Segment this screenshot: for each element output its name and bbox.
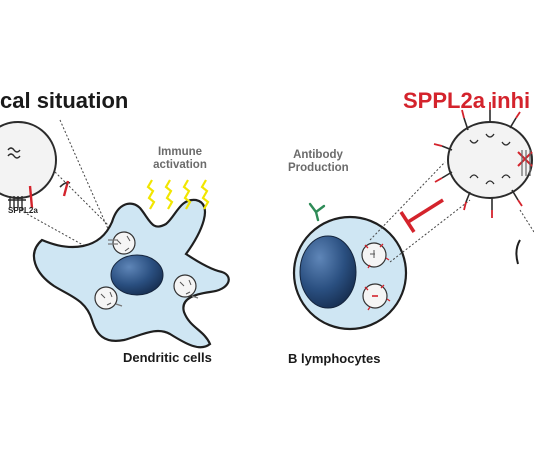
endosome-dc-2: [173, 274, 199, 299]
nucleus-dendritic: [110, 254, 164, 296]
released-fragment-icon: [62, 180, 70, 197]
endosome-enlarged-left: [0, 119, 116, 261]
endosome-dc-1: [108, 231, 136, 255]
nucleus-b-cell: [299, 235, 357, 309]
immune-activation-label: Immune activation: [153, 146, 207, 171]
endosome-dc-3: [94, 286, 123, 310]
dendritic-cell: [32, 198, 230, 349]
partial-cell-edge-icon: [515, 239, 521, 265]
antibody-production-label: Antibody Production: [288, 149, 349, 174]
accumulated-ntf-icon: [441, 110, 519, 210]
inhibition-arrow-icon: [399, 198, 444, 233]
zoom-line-icon: [54, 171, 116, 233]
b-lymphocyte-cell: [292, 161, 471, 331]
endosome-b-1: [361, 242, 390, 269]
title-physiological-situation: cal situation: [0, 88, 129, 113]
ntf-fragment-icon: [28, 185, 34, 209]
dendritic-cells-label: Dendritic cells: [123, 350, 212, 365]
immune-activation-signal-icon: [146, 179, 210, 210]
antibody-icon: [308, 202, 326, 222]
sppl2a-label: SPPL2a: [8, 206, 38, 215]
membrane-protein-icon: [7, 147, 26, 210]
b-lymphocytes-label: B lymphocytes: [288, 351, 381, 366]
endosome-enlarged-right: [433, 102, 534, 265]
title-sppl2a-inhibition: SPPL2a inhi: [403, 88, 531, 113]
endosome-b-2: [362, 283, 391, 311]
